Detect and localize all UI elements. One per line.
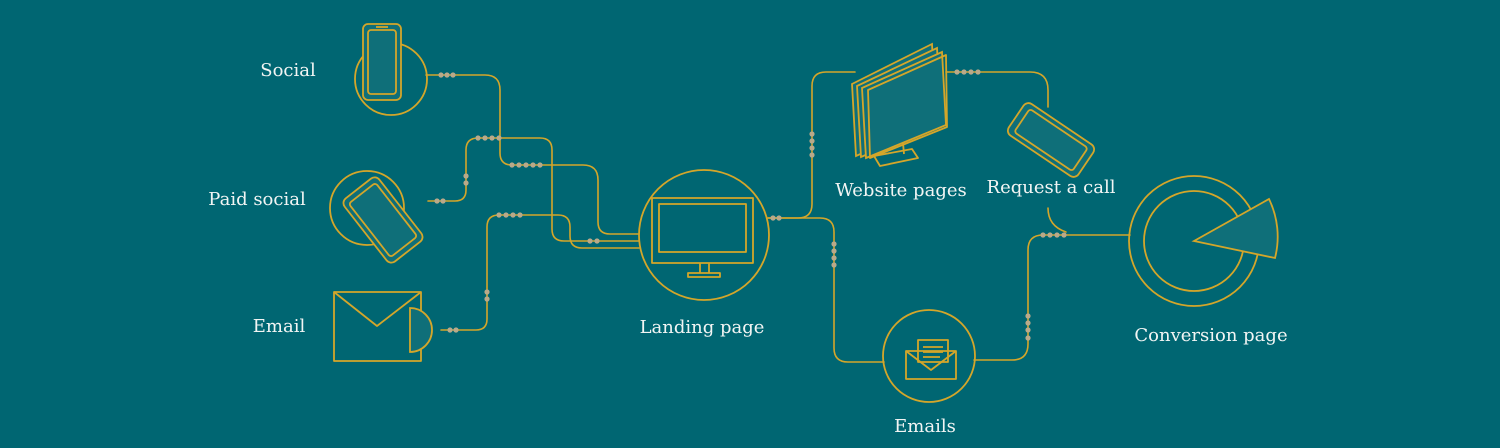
smartphone-icon: [362, 23, 402, 101]
emails-circle: [882, 309, 976, 403]
connector-emails-conversion: [973, 234, 1131, 361]
target-pie-icon: [1128, 175, 1279, 307]
smartphone-tilted-icon: [342, 176, 424, 264]
node-email: Email: [253, 291, 433, 362]
node-emails: Emails: [882, 309, 976, 437]
dots-email-out: [447, 327, 459, 333]
dots-social-mid: [509, 162, 543, 168]
dots-paid-vertical: [463, 173, 469, 186]
connector-landing-emails: [767, 217, 885, 363]
request-smartphone-tilted-icon: [1006, 102, 1096, 178]
dots-landing-out: [770, 215, 782, 221]
connector-social-landing: [425, 74, 640, 235]
node-conversion-page: Conversion page: [1128, 175, 1288, 346]
dots-paid-upper: [475, 135, 502, 141]
open-envelope-letter-icon: [905, 339, 957, 380]
email-half-circle: [409, 307, 433, 353]
node-landing-page: Landing page: [638, 169, 770, 338]
desktop-monitor-icon: [651, 197, 754, 278]
label-landing-page: Landing page: [640, 317, 765, 338]
node-website-pages: Website pages: [835, 42, 967, 201]
connectors: [425, 71, 1131, 363]
dot-clusters: [434, 69, 1067, 341]
dots-landing-in: [587, 238, 600, 244]
label-email: Email: [253, 316, 306, 337]
label-paid-social: Paid social: [208, 189, 306, 210]
dots-email-upper: [496, 212, 523, 218]
label-conversion-page: Conversion page: [1134, 325, 1287, 346]
connector-website-request: [945, 71, 1049, 108]
paid-social-circle: [329, 170, 405, 246]
landing-circle: [638, 169, 770, 301]
connector-email-landing: [440, 214, 640, 331]
label-emails: Emails: [894, 416, 956, 437]
node-social: Social: [260, 23, 428, 116]
dots-website-out: [954, 69, 981, 75]
dots-website-vertical: [809, 131, 815, 158]
label-social: Social: [260, 60, 316, 81]
node-paid-social: Paid social: [208, 170, 424, 264]
dots-emails-vertical-in: [831, 241, 837, 268]
node-request-a-call: Request a call: [987, 102, 1116, 198]
connector-request-conversion: [1047, 207, 1067, 233]
dots-conversion-in: [1040, 232, 1067, 238]
dots-social-out: [438, 72, 456, 78]
envelope-icon: [333, 291, 422, 362]
stacked-monitor-pages-icon: [851, 42, 948, 167]
dots-paid-out: [434, 198, 446, 204]
dots-emails-vertical-out: [1025, 313, 1031, 341]
connector-paid-social-landing: [427, 137, 640, 242]
dots-email-vertical: [484, 289, 490, 302]
label-request-a-call: Request a call: [987, 177, 1116, 198]
label-website-pages: Website pages: [835, 180, 966, 201]
